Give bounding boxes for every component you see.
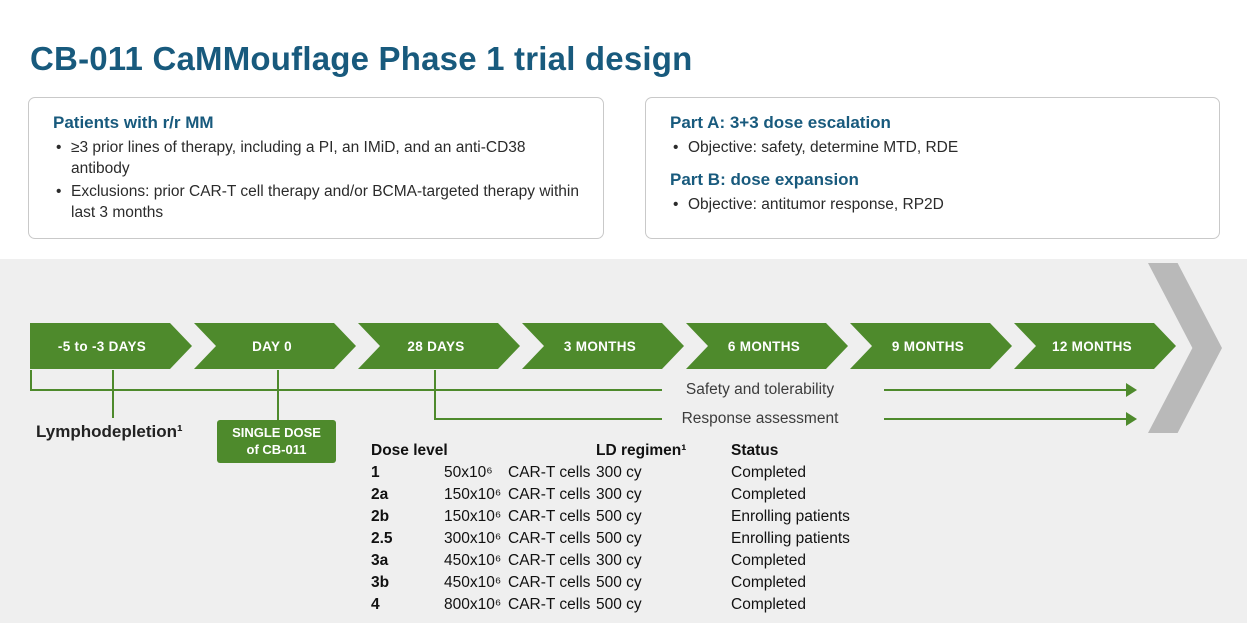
cell-cells: CAR-T cells bbox=[508, 508, 591, 525]
response-track-arrow-icon bbox=[1126, 412, 1137, 426]
response-track-line-right bbox=[884, 418, 1126, 420]
cell-ld: 500 cy bbox=[596, 508, 642, 525]
patients-bullet: Exclusions: prior CAR-T cell therapy and… bbox=[53, 182, 581, 224]
cell-status: Completed bbox=[731, 486, 806, 503]
cell-status: Enrolling patients bbox=[731, 530, 850, 547]
cell-level: 2.5 bbox=[371, 530, 393, 547]
cell-status: Completed bbox=[731, 596, 806, 613]
cell-ld: 300 cy bbox=[596, 552, 642, 569]
cell-cells: CAR-T cells bbox=[508, 464, 591, 481]
cell-cells: CAR-T cells bbox=[508, 596, 591, 613]
cell-amount: 300x10⁶ bbox=[444, 530, 502, 547]
timeline-segment-4: 6 MONTHS bbox=[686, 323, 848, 369]
cell-level: 2a bbox=[371, 486, 389, 503]
cell-cells: CAR-T cells bbox=[508, 486, 591, 503]
header-status: Status bbox=[731, 442, 779, 459]
timeline-band bbox=[0, 259, 1247, 623]
patients-box: Patients with r/r MM ≥3 prior lines of t… bbox=[28, 97, 604, 239]
cell-amount: 150x10⁶ bbox=[444, 486, 502, 503]
header-dose-level: Dose level bbox=[371, 442, 448, 459]
cell-level: 3a bbox=[371, 552, 389, 569]
single-dose-line2: of CB-011 bbox=[246, 441, 307, 457]
table-row: 1 50x10⁶ CAR-T cells 300 cy Completed bbox=[371, 462, 891, 484]
part-a-heading: Part A: 3+3 dose escalation bbox=[670, 113, 891, 132]
cell-status: Completed bbox=[731, 464, 806, 481]
cell-status: Completed bbox=[731, 574, 806, 591]
cell-amount: 50x10⁶ bbox=[444, 464, 493, 481]
table-row: 2b 150x10⁶ CAR-T cells 500 cy Enrolling … bbox=[371, 506, 891, 528]
table-row: 2.5 300x10⁶ CAR-T cells 500 cy Enrolling… bbox=[371, 528, 891, 550]
patients-bullet-list: ≥3 prior lines of therapy, including a P… bbox=[53, 138, 581, 224]
table-row: 4 800x10⁶ CAR-T cells 500 cy Completed bbox=[371, 594, 891, 616]
part-b-heading: Part B: dose expansion bbox=[670, 169, 859, 189]
cell-ld: 300 cy bbox=[596, 486, 642, 503]
part-b-bullet: Objective: antitumor response, RP2D bbox=[670, 195, 1197, 216]
cell-amount: 150x10⁶ bbox=[444, 508, 502, 525]
cell-cells: CAR-T cells bbox=[508, 574, 591, 591]
timeline-segment-5: 9 MONTHS bbox=[850, 323, 1012, 369]
cell-ld: 500 cy bbox=[596, 530, 642, 547]
cell-level: 3b bbox=[371, 574, 390, 591]
page-title: CB-011 CaMMouflage Phase 1 trial design bbox=[30, 40, 693, 77]
part-a-bullet-list: Objective: safety, determine MTD, RDE bbox=[670, 138, 1197, 159]
table-row: 3a 450x10⁶ CAR-T cells 300 cy Completed bbox=[371, 550, 891, 572]
connector-line-response bbox=[434, 370, 436, 420]
cell-cells: CAR-T cells bbox=[508, 530, 591, 547]
response-track-line-left bbox=[435, 418, 662, 420]
cell-amount: 800x10⁶ bbox=[444, 596, 502, 613]
connector-line bbox=[30, 370, 32, 391]
part-b-bullet-list: Objective: antitumor response, RP2D bbox=[670, 195, 1197, 216]
safety-track-label: Safety and tolerability bbox=[685, 381, 835, 398]
cell-level: 4 bbox=[371, 596, 380, 613]
cell-amount: 450x10⁶ bbox=[444, 552, 502, 569]
timeline-segment-1: DAY 0 bbox=[194, 323, 356, 369]
timeline-segment-3: 3 MONTHS bbox=[522, 323, 684, 369]
cell-status: Enrolling patients bbox=[731, 508, 850, 525]
table-row: 2a 150x10⁶ CAR-T cells 300 cy Completed bbox=[371, 484, 891, 506]
part-a-bullet: Objective: safety, determine MTD, RDE bbox=[670, 138, 1197, 159]
cell-ld: 500 cy bbox=[596, 596, 642, 613]
response-track-label: Response assessment bbox=[681, 410, 839, 427]
cell-ld: 300 cy bbox=[596, 464, 642, 481]
safety-track-arrow-icon bbox=[1126, 383, 1137, 397]
dose-table: Dose level LD regimen¹ Status 1 50x10⁶ C… bbox=[371, 440, 891, 616]
lymphodepletion-label: Lymphodepletion¹ bbox=[36, 422, 183, 441]
timeline-segment-2: 28 DAYS bbox=[358, 323, 520, 369]
cell-ld: 500 cy bbox=[596, 574, 642, 591]
header-ld-regimen: LD regimen¹ bbox=[596, 442, 687, 459]
cell-level: 2b bbox=[371, 508, 390, 525]
patients-heading: Patients with r/r MM bbox=[53, 113, 214, 132]
dose-table-header: Dose level LD regimen¹ Status bbox=[371, 440, 891, 462]
timeline-segment-6: 12 MONTHS bbox=[1014, 323, 1176, 369]
connector-line-lymphodepletion bbox=[112, 370, 114, 418]
single-dose-box: SINGLE DOSE of CB-011 bbox=[217, 420, 336, 463]
cell-cells: CAR-T cells bbox=[508, 552, 591, 569]
single-dose-line1: SINGLE DOSE bbox=[232, 425, 321, 441]
cell-status: Completed bbox=[731, 552, 806, 569]
cell-amount: 450x10⁶ bbox=[444, 574, 502, 591]
table-row: 3b 450x10⁶ CAR-T cells 500 cy Completed bbox=[371, 572, 891, 594]
patients-bullet: ≥3 prior lines of therapy, including a P… bbox=[53, 138, 581, 180]
timeline-segment-0: -5 to -3 DAYS bbox=[30, 323, 192, 369]
cell-level: 1 bbox=[371, 464, 380, 481]
trial-parts-box: Part A: 3+3 dose escalation Objective: s… bbox=[645, 97, 1220, 239]
safety-track-line-left bbox=[30, 389, 662, 391]
safety-track-line-right bbox=[884, 389, 1126, 391]
connector-line-single-dose bbox=[277, 370, 279, 422]
